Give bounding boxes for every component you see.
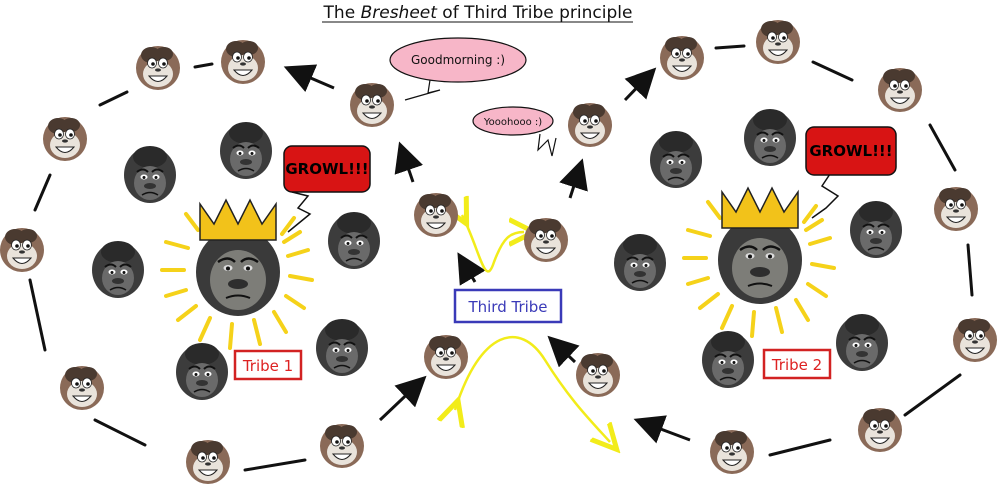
svg-text:Tribe 1: Tribe 1 (242, 357, 293, 375)
happy-gorilla-icon (0, 227, 45, 273)
sad-gorilla-icon (315, 318, 369, 377)
happy-gorilla-icon (857, 407, 903, 453)
sad-gorilla-icon (175, 342, 229, 401)
happy-gorilla-icon (349, 82, 395, 128)
happy-gorilla-icon (135, 45, 181, 91)
growl-bubble-2: GROWL!!! (805, 126, 897, 219)
tribe-1-outer-ring (28, 62, 307, 472)
speech-bubble-yooohooo: Yooohooo :) (472, 106, 557, 157)
speech-text: Yooohooo :) (483, 117, 542, 128)
happy-gorilla-icon (755, 19, 801, 65)
happy-gorilla-icon (659, 35, 705, 81)
svg-text:Tribe 2: Tribe 2 (771, 356, 822, 374)
sad-gorilla-icon (91, 240, 145, 299)
happy-gorilla-icon (523, 217, 569, 263)
happy-gorilla-icon (59, 365, 105, 411)
growl-bubble-1: GROWL!!! (283, 145, 371, 233)
yellow-curve-arrows (455, 215, 610, 442)
king-gorilla-icon (682, 186, 836, 338)
sad-gorilla-icon (849, 200, 903, 259)
diagram-title: The Bresheet of Third Tribe principle (323, 3, 633, 23)
happy-gorilla-icon (933, 186, 979, 232)
sad-gorilla-icon (613, 233, 667, 292)
tribe-2-label: Tribe 2 (762, 348, 832, 380)
sad-gorilla-icon (123, 145, 177, 204)
happy-gorilla-icon (567, 102, 613, 148)
happy-gorilla-icon (413, 192, 459, 238)
tribe-2-outer-ring (714, 44, 974, 457)
sad-gorilla-icon (649, 130, 703, 189)
speech-bubble-goodmorning: Goodmorning :) (389, 37, 527, 101)
third-tribe-label: Third Tribe (453, 288, 563, 324)
sad-gorilla-icon (701, 330, 755, 389)
sad-gorilla-icon (219, 121, 273, 180)
happy-gorilla-icon (220, 39, 266, 85)
speech-text: Goodmorning :) (411, 53, 505, 67)
flow-arrows (283, 64, 691, 444)
happy-gorilla-icon (877, 67, 923, 113)
svg-text:Third Tribe: Third Tribe (467, 298, 547, 316)
sad-gorilla-icon (835, 313, 889, 372)
growl-text: GROWL!!! (809, 142, 892, 160)
happy-gorilla-icon (319, 423, 365, 469)
sad-gorilla-icon (743, 108, 797, 167)
sad-gorilla-icon (327, 211, 381, 270)
king-gorilla-icon (160, 198, 314, 350)
happy-gorilla-icon (185, 439, 231, 485)
happy-gorilla-icon (42, 116, 88, 162)
tribe-1-label: Tribe 1 (233, 349, 303, 381)
happy-gorilla-icon (952, 317, 998, 363)
happy-gorilla-icon (423, 334, 469, 380)
happy-gorilla-icon (709, 429, 755, 475)
growl-text: GROWL!!! (285, 160, 368, 178)
happy-gorilla-icon (575, 352, 621, 398)
